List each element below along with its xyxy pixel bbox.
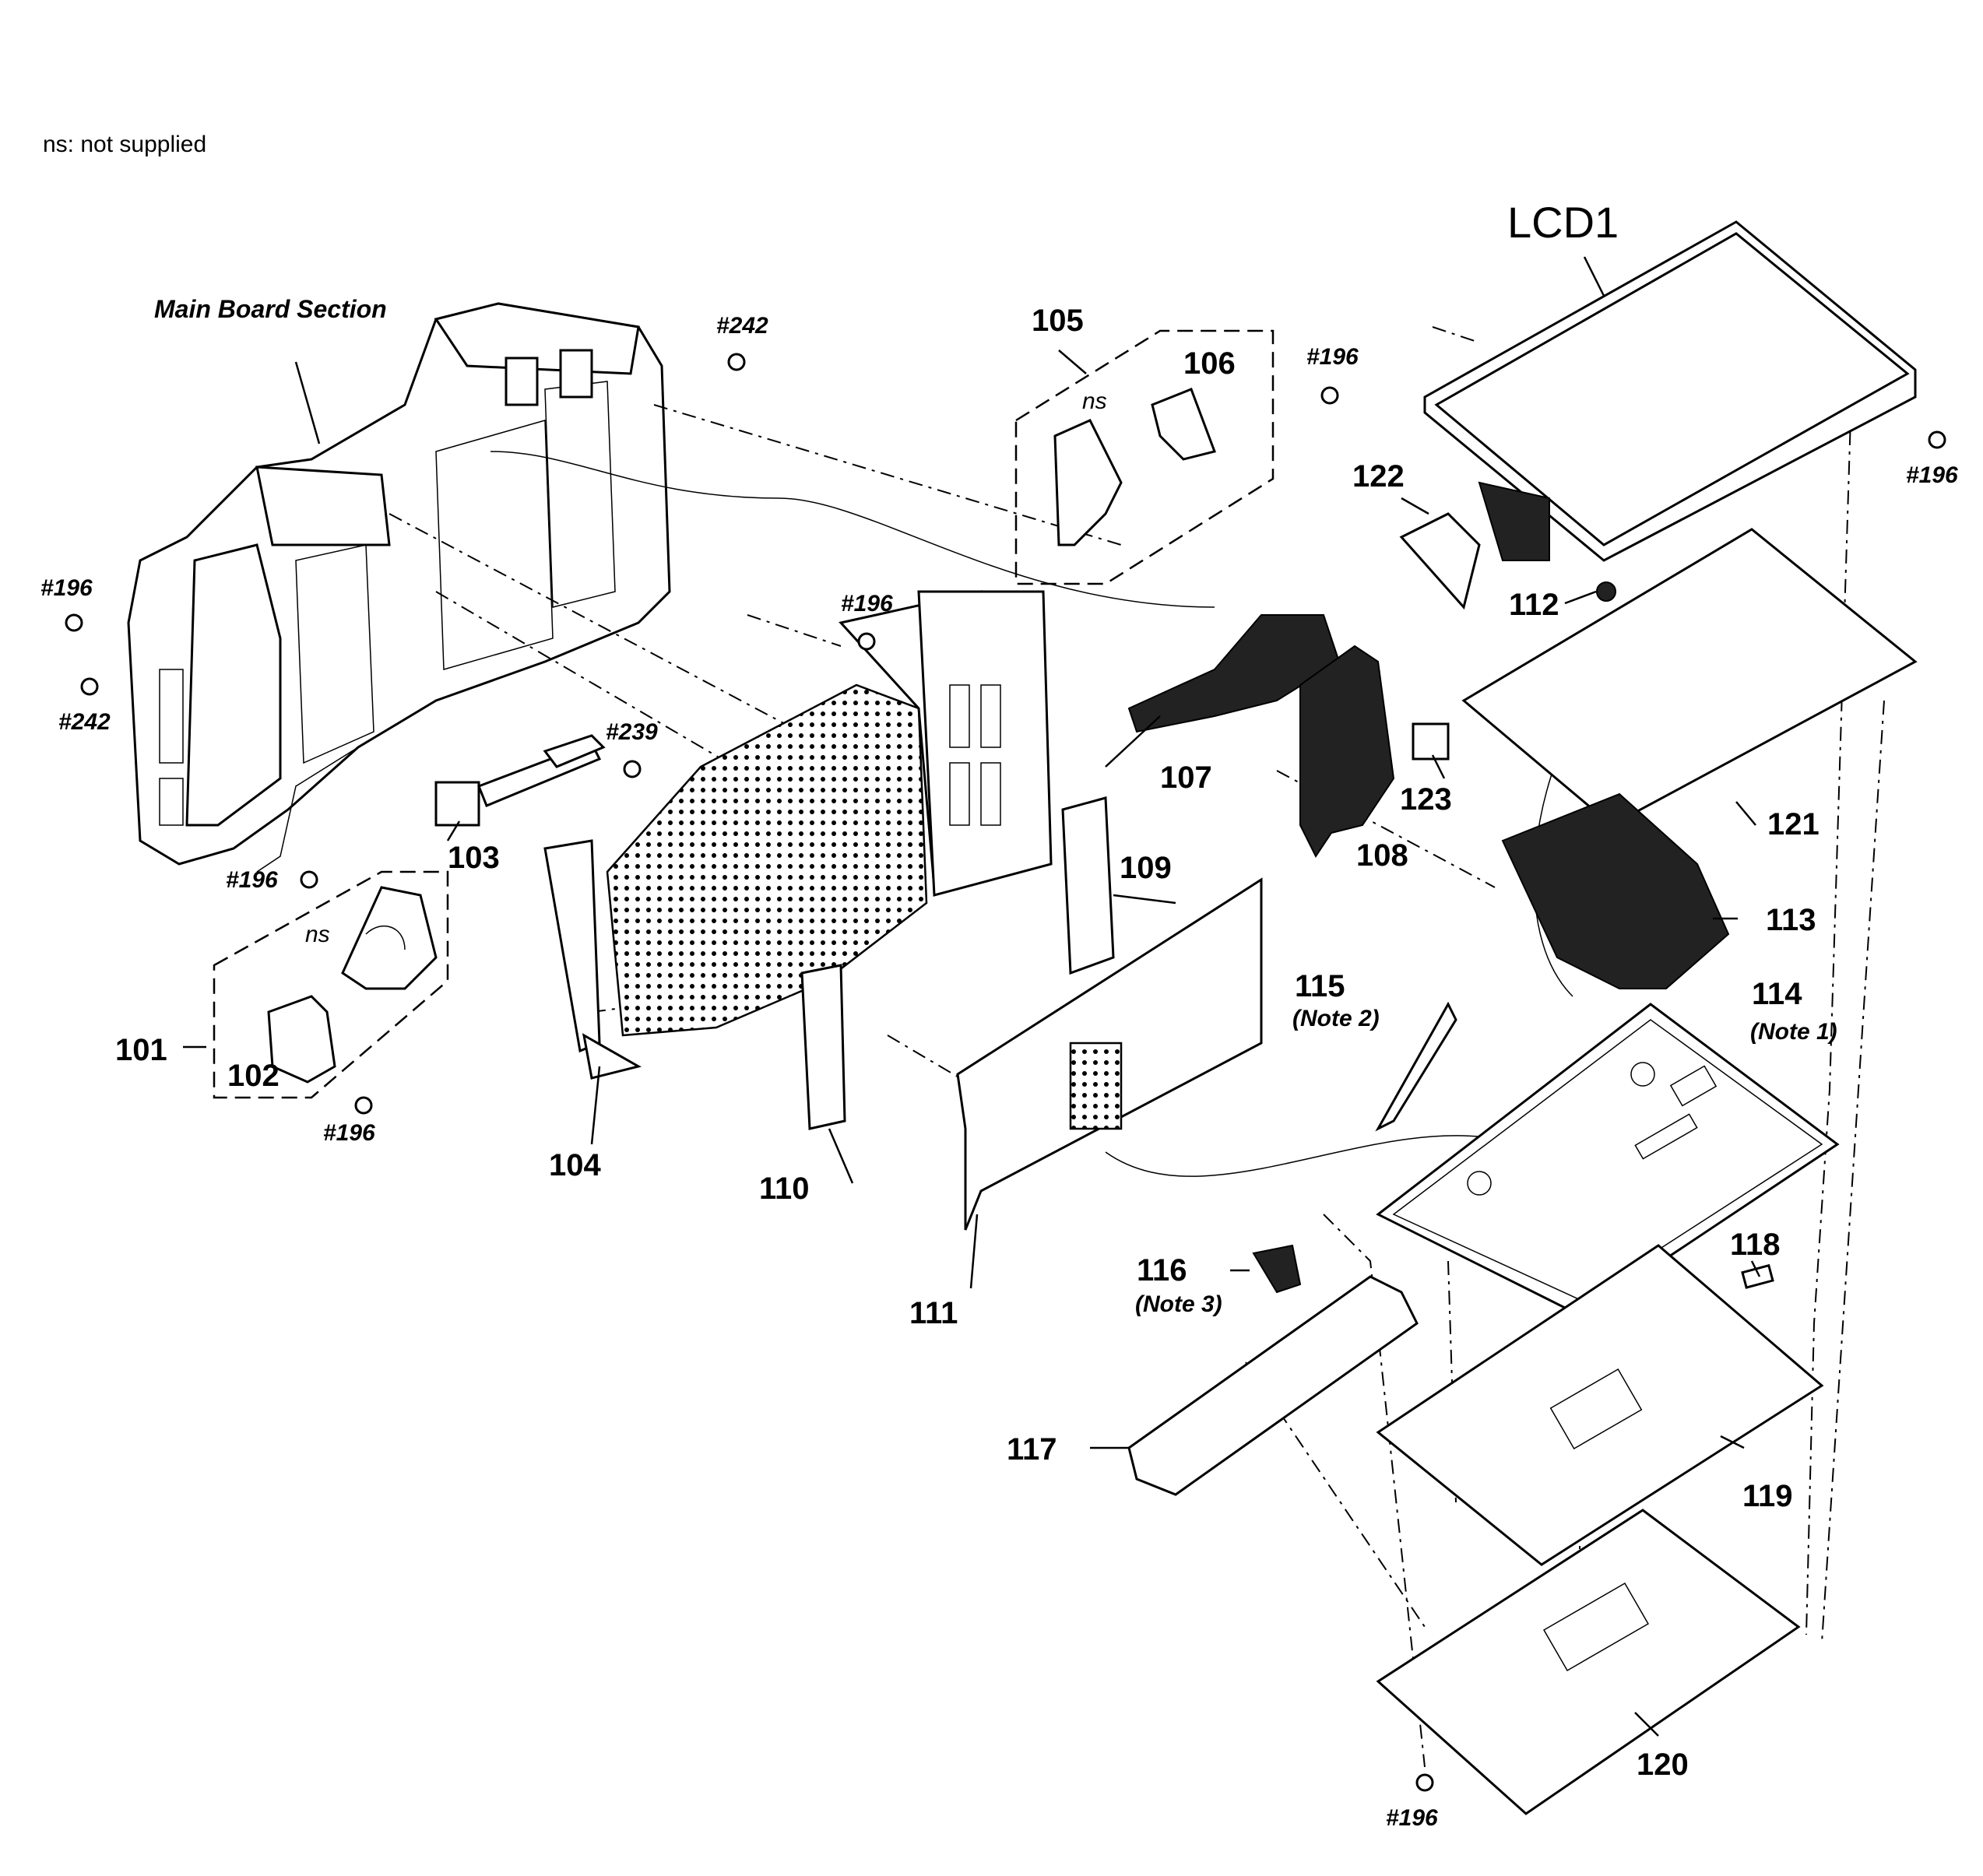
label-102: 102 [227,1059,280,1093]
part-117-shape [1127,1275,1419,1496]
part-105-ns-shape [1053,419,1123,546]
label-110: 110 [759,1172,810,1206]
label-116: 116 [1137,1253,1187,1288]
part-123-shape [1412,722,1450,761]
group-box-105 [1014,329,1275,585]
part-109-shape [1061,796,1115,975]
label-118: 118 [1730,1228,1781,1262]
screw-label-196-lcd: #196 [1906,462,1958,488]
label-112: 112 [1509,588,1559,622]
label-117: 117 [1007,1432,1057,1467]
part-103 [434,734,606,827]
part-102-shape [267,995,336,1084]
part-118-shape [1741,1263,1774,1289]
leader-lines [183,256,1761,1737]
ns-mark-101: ns [305,922,330,947]
part-120-shape [1376,1509,1801,1815]
screw-icons [65,353,1946,1792]
part-112-shape [1596,581,1616,602]
label-111: 111 [909,1296,958,1330]
note-3: (Note 3) [1135,1291,1222,1317]
screw-label-239: #239 [606,719,658,745]
screw-label-196-left: #196 [40,575,93,601]
part-106-shape [1151,388,1216,461]
label-105: 105 [1032,304,1084,338]
label-119: 119 [1742,1479,1793,1513]
label-103: 103 [448,841,500,875]
part-108-shape [1299,645,1395,858]
label-104: 104 [549,1148,601,1182]
note-2: (Note 2) [1292,1006,1380,1031]
label-101: 101 [115,1033,167,1067]
screw-label-242-top: #242 [716,313,768,339]
lcd1-label: LCD1 [1507,198,1619,247]
label-107: 107 [1160,761,1212,795]
label-115: 115 [1295,969,1345,1003]
group-box-101 [213,870,449,1099]
part-115-shape [1375,1001,1457,1132]
screw-label-242-left: #242 [58,709,111,735]
label-109: 109 [1120,851,1172,885]
main-board-section [127,302,671,873]
label-106: 106 [1183,346,1236,381]
label-108: 108 [1356,838,1408,873]
main-board-leader [294,361,321,444]
screw-label-196-shield: #196 [841,591,893,617]
screw-label-196-101: #196 [323,1120,375,1146]
part-110-shape [800,964,846,1130]
part-113-shape [1501,792,1730,989]
note-1: (Note 1) [1750,1019,1837,1045]
label-113: 113 [1766,903,1816,937]
screw-label-196-bottom-main: #196 [226,867,278,893]
label-121: 121 [1767,807,1820,841]
label-120: 120 [1637,1748,1689,1782]
part-101-shape [341,886,438,990]
label-122: 122 [1352,459,1405,494]
part-119-shape [1376,1244,1824,1566]
main-board-section-label: Main Board Section [154,295,387,323]
part-104 [543,590,1053,1080]
label-114: 114 [1752,977,1802,1011]
legend-text: ns: not supplied [43,132,206,157]
part-121-shape [1461,528,1918,827]
part-114 [1376,1003,1840,1317]
label-123: 123 [1400,782,1452,817]
part-116-shape [1252,1244,1302,1294]
ns-mark-105: ns [1082,388,1107,414]
part-lcd1 [1423,220,1917,562]
screw-label-196-120: #196 [1386,1805,1438,1831]
screw-label-196-105: #196 [1306,344,1359,370]
part-122-shape [1399,512,1481,610]
leader-105 [1058,350,1087,374]
